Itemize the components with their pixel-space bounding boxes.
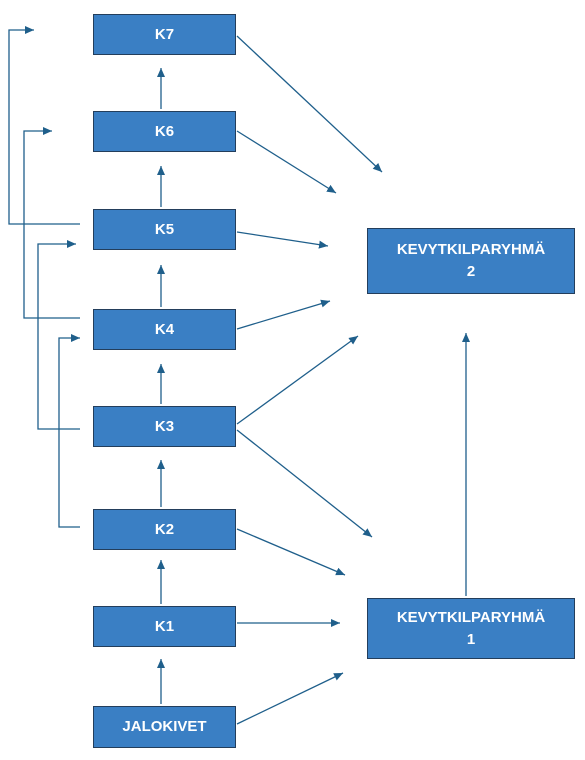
node-kevytkilparyhma-1-line1: KEVYTKILPARYHMÄ	[396, 608, 546, 626]
node-kevytkilparyhma-1: KEVYTKILPARYHMÄ 1	[367, 598, 575, 659]
node-k2: K2	[93, 509, 236, 550]
node-kevytkilparyhma-2-text: KEVYTKILPARYHMÄ 2	[397, 239, 545, 283]
edge-k2-group1	[236, 528, 346, 576]
node-kevytkilparyhma-1-text: KEVYTKILPARYHMÄ 1	[397, 607, 545, 651]
node-k3: K3	[93, 406, 236, 447]
node-k5-label: K5	[154, 220, 175, 238]
edge-k3-group1	[236, 429, 373, 538]
node-jalokivet-label: JALOKIVET	[122, 718, 207, 735]
edge-k7-group2	[236, 35, 383, 173]
edge-jalokivet-group1	[236, 672, 344, 725]
node-k3-label: K3	[154, 417, 175, 435]
node-jalokivet: JALOKIVET	[93, 706, 236, 748]
node-k2-label: K2	[154, 520, 175, 538]
node-k4-label: K4	[154, 320, 175, 338]
node-k7: K7	[93, 14, 236, 55]
node-k5: K5	[93, 209, 236, 250]
node-kevytkilparyhma-2: KEVYTKILPARYHMÄ 2	[367, 228, 575, 294]
node-k6: K6	[93, 111, 236, 152]
edge-k4-group2	[236, 299, 331, 330]
edge-k4-k6-bracket	[23, 127, 80, 319]
edge-k2-k4-bracket	[58, 334, 80, 528]
node-kevytkilparyhma-1-line2: 1	[466, 630, 476, 648]
node-kevytkilparyhma-2-line2: 2	[466, 263, 476, 280]
node-k4: K4	[93, 309, 236, 350]
edge-k5-group2	[236, 231, 329, 249]
node-k1-label: K1	[154, 617, 175, 635]
edge-k6-group2	[236, 130, 337, 194]
node-kevytkilparyhma-2-line1: KEVYTKILPARYHMÄ	[396, 241, 546, 258]
node-k1: K1	[93, 606, 236, 647]
node-k7-label: K7	[154, 25, 175, 43]
node-k6-label: K6	[154, 122, 175, 140]
edge-k5-k7-bracket	[8, 26, 80, 225]
edge-k3-group2	[236, 335, 359, 425]
